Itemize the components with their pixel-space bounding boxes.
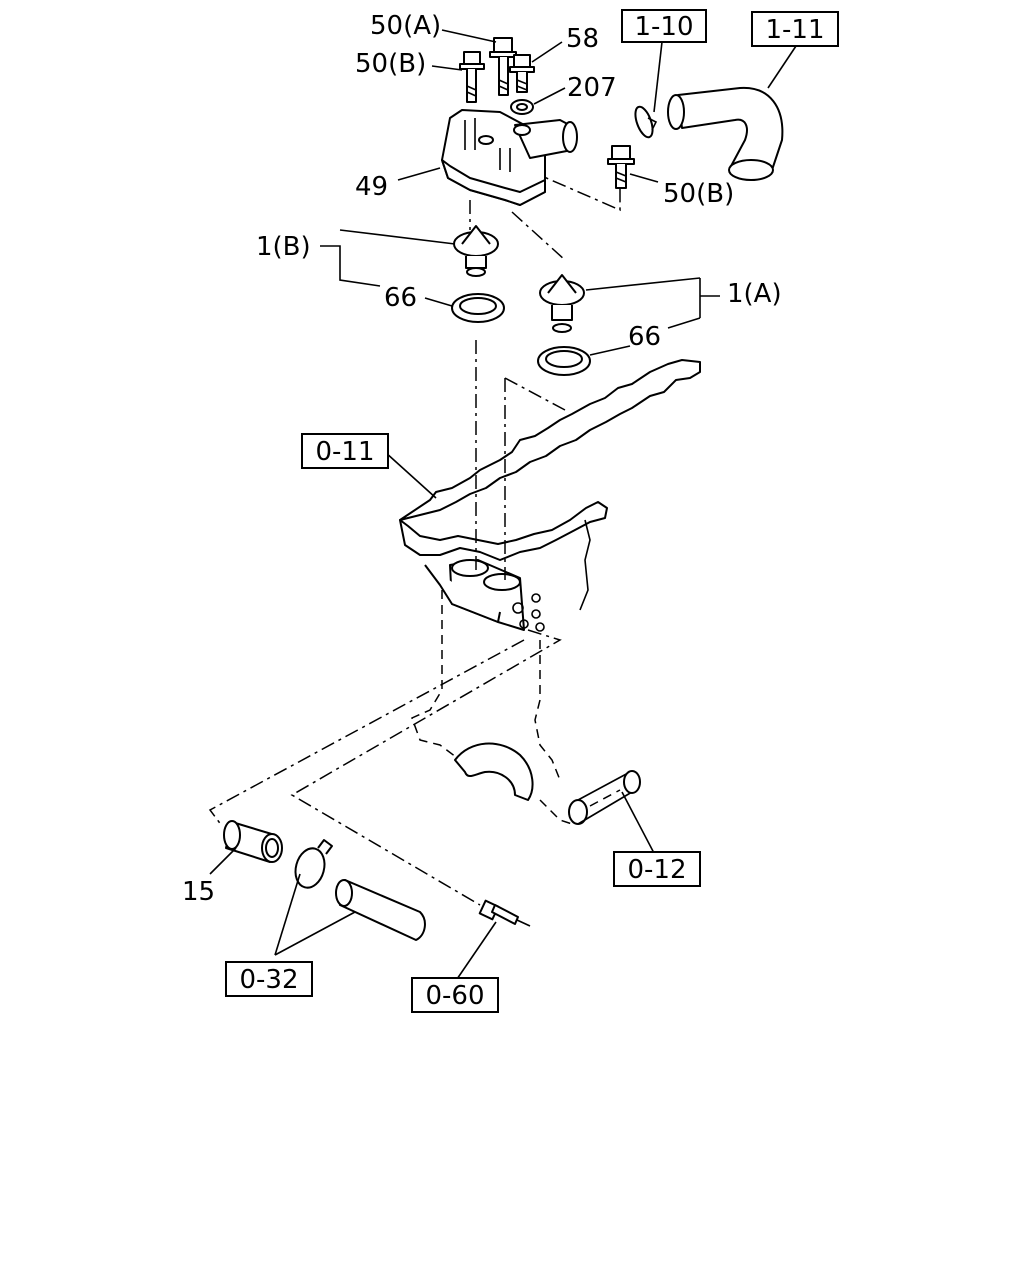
callout-50a: 50(A) — [370, 11, 441, 41]
coolant-route-lines — [208, 169, 621, 906]
gasket-66-right — [537, 346, 591, 376]
thermostat-housing — [441, 109, 578, 206]
callout-50b-right: 50(B) — [663, 179, 734, 209]
callout-50b-left: 50(B) — [355, 49, 426, 79]
ref-label-1-11: 1-11 — [765, 15, 824, 45]
callout-15: 15 — [182, 877, 215, 907]
bolt-50a — [489, 37, 517, 96]
callout-66-right: 66 — [628, 322, 661, 352]
bolt-50b-right — [607, 145, 635, 189]
ref-label-0-32: 0-32 — [239, 965, 298, 995]
thermostat-1a — [539, 274, 585, 333]
callout-1b: 1(B) — [256, 232, 311, 262]
ref-label-0-60: 0-60 — [425, 981, 484, 1011]
bolt-50b-left — [459, 51, 485, 103]
ref-label-1-10: 1-10 — [634, 12, 693, 42]
hose-clamp-1-10 — [634, 105, 658, 139]
hose-0-32 — [335, 879, 426, 941]
ref-box-0-32: 0-32 — [225, 961, 313, 997]
ref-label-0-12: 0-12 — [627, 855, 686, 885]
drain-plug-0-60 — [478, 899, 531, 927]
ref-box-1-11: 1-11 — [751, 11, 839, 47]
ref-box-1-10: 1-10 — [621, 9, 707, 43]
gasket-66-left — [451, 293, 505, 323]
engine-block — [399, 359, 701, 826]
washer-207 — [510, 99, 534, 115]
leader-lines — [209, 29, 797, 983]
callout-49: 49 — [355, 172, 388, 202]
ref-box-0-11: 0-11 — [301, 433, 389, 469]
hose-clamp-0-32 — [294, 839, 333, 889]
ref-box-0-60: 0-60 — [411, 977, 499, 1013]
ref-label-0-11: 0-11 — [315, 437, 374, 467]
callout-1a: 1(A) — [727, 279, 782, 309]
callout-207: 207 — [567, 73, 617, 103]
bolt-58 — [509, 54, 535, 93]
callout-66-left: 66 — [384, 283, 417, 313]
ref-box-0-12: 0-12 — [613, 851, 701, 887]
bypass-hose-15 — [223, 820, 283, 863]
callout-58: 58 — [566, 24, 599, 54]
coolant-hose-1-11 — [667, 86, 784, 181]
thermostat-1b — [453, 225, 499, 277]
